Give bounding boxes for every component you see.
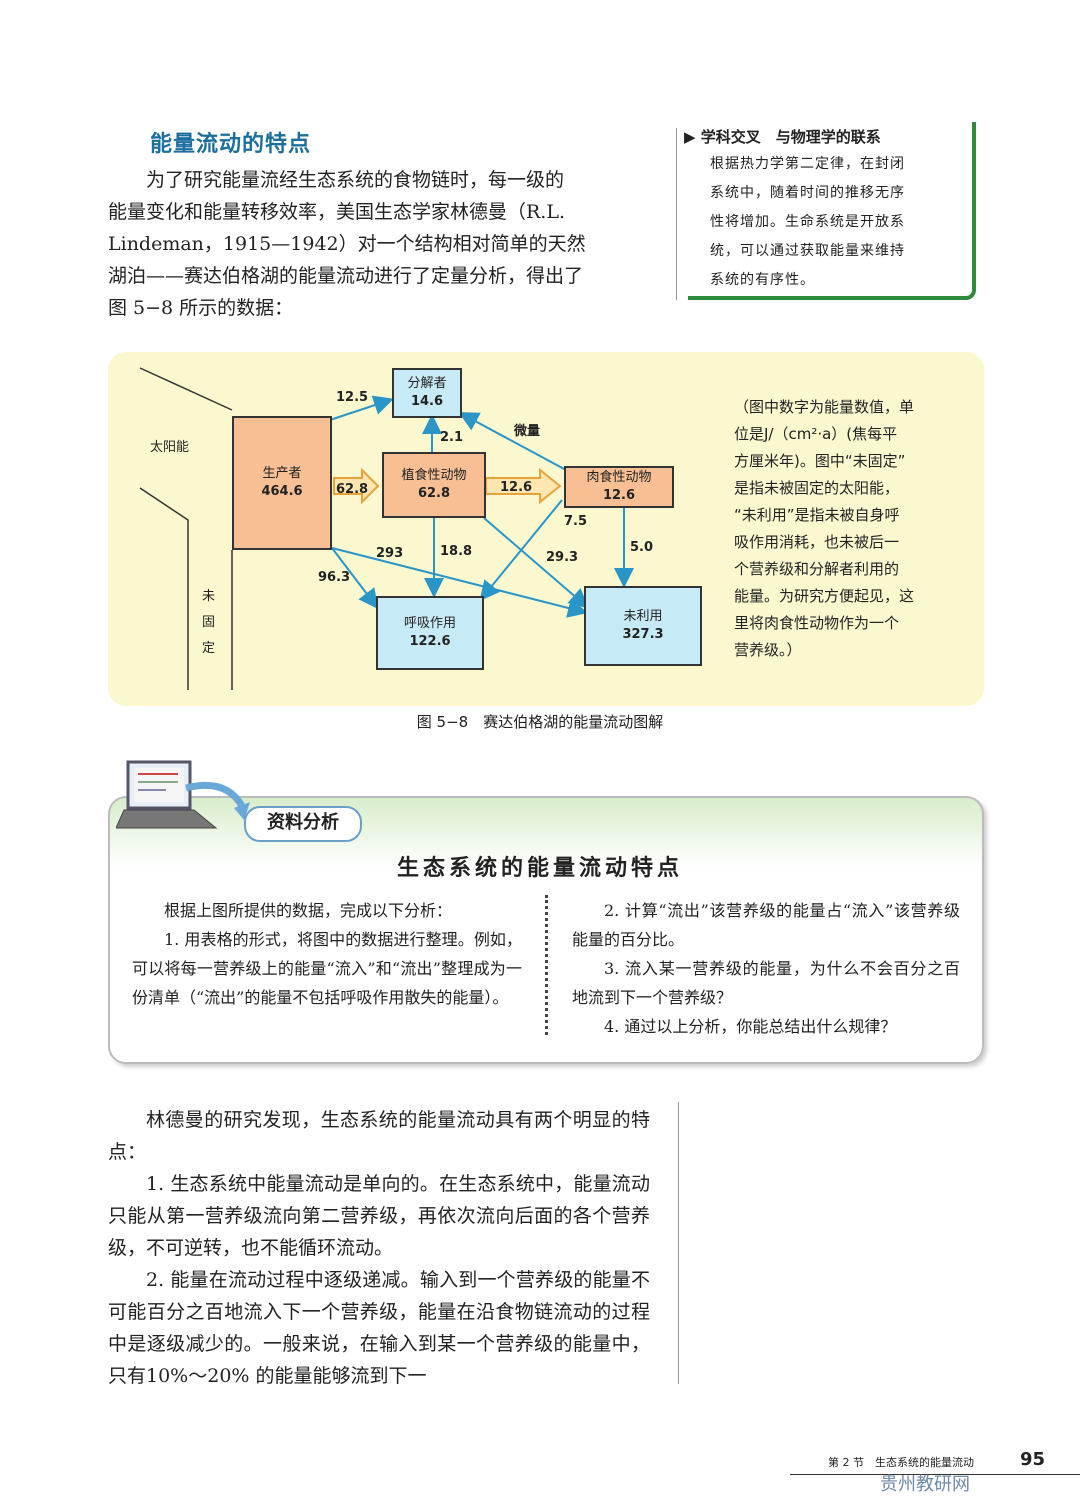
main-flow-arrow bbox=[333, 467, 380, 505]
sidebar-box bbox=[688, 122, 976, 300]
sun-boundary-line bbox=[139, 367, 233, 411]
flow-arrow bbox=[331, 547, 379, 610]
triangle-icon: ▶ bbox=[684, 128, 701, 146]
unused-node: 未利用 327.3 bbox=[584, 586, 702, 666]
flow-label: 18.8 bbox=[440, 544, 473, 559]
page-number: 95 bbox=[1020, 1449, 1046, 1470]
main-flow-arrow bbox=[485, 467, 562, 505]
intro-line: 能量变化和能量转移效率，美国生态学家林德曼（R.L. bbox=[108, 201, 566, 223]
carnivore-node: 肉食性动物 12.6 bbox=[564, 466, 674, 508]
flow-label: 29.3 bbox=[546, 550, 579, 565]
sun-label: 太阳能 bbox=[150, 440, 190, 455]
figure-note: （图中数字为能量数值，单 位是J/（cm²·a）(焦每平 方厘米年)。图中“未固… bbox=[734, 398, 915, 659]
sidebar-title: ▶ 学科交叉 与物理学的联系 bbox=[684, 128, 881, 146]
flow-arrow bbox=[479, 499, 563, 602]
intro-line: 为了研究能量流经生态系统的食物链时，每一级的 bbox=[146, 169, 565, 191]
analysis-tab: 资料分析 bbox=[244, 806, 362, 842]
flow-arrow bbox=[458, 412, 567, 471]
unfixed-boundary-line bbox=[139, 487, 189, 690]
unfixed-label: 未 固 定 bbox=[202, 589, 216, 656]
footer-rule bbox=[790, 1474, 1080, 1475]
flow-label: 293 bbox=[376, 546, 404, 561]
laptop-icon bbox=[116, 760, 250, 829]
intro-line: 图 5−8 所示的数据： bbox=[108, 297, 294, 319]
flow-label: 微量 bbox=[514, 424, 541, 439]
watermark: 贵州教研网 bbox=[880, 1474, 970, 1495]
flow-arrow bbox=[331, 547, 588, 618]
body-paragraph: 1. 生态系统中能量流动是单向的。在生态系统中，能量流动只能从第一营养级流向第二… bbox=[108, 1173, 650, 1259]
intro-line: Lindeman，1915—1942）对一个结构相对简单的天然 bbox=[108, 233, 586, 255]
producer-node: 生产者 464.6 bbox=[232, 416, 332, 550]
decomposer-node: 分解者 14.6 bbox=[392, 368, 462, 418]
body-paragraph: 2. 能量在流动过程中逐级递减。输入到一个营养级的能量不可能百分之百地流入下一个… bbox=[108, 1269, 650, 1387]
body-paragraph: 林德曼的研究发现，生态系统的能量流动具有两个明显的特点： bbox=[108, 1109, 650, 1163]
flow-arrow bbox=[483, 517, 590, 609]
column-separator bbox=[545, 895, 549, 1035]
flow-label: 5.0 bbox=[630, 540, 654, 555]
flow-label: 7.5 bbox=[564, 514, 588, 529]
flow-label: 62.8 bbox=[336, 482, 369, 497]
flow-label: 12.6 bbox=[500, 480, 533, 495]
analysis-right-column: 2. 计算“流出”该营养级的能量占“流入”该营养级能量的百分比。 3. 流入某一… bbox=[572, 901, 960, 1036]
analysis-left-column: 根据上图所提供的数据，完成以下分析： 1. 用表格的形式，将图中的数据进行整理。… bbox=[132, 901, 522, 1007]
sidebar-divider bbox=[676, 128, 677, 300]
flow-arrow bbox=[329, 395, 394, 421]
herbivore-node: 植食性动物 62.8 bbox=[382, 452, 486, 518]
intro-paragraph: 为了研究能量流经生态系统的食物链时，每一级的 能量变化和能量转移效率，美国生态学… bbox=[108, 164, 650, 324]
footer-section-label: 第 2 节 生态系统的能量流动 bbox=[828, 1456, 974, 1469]
flow-label: 2.1 bbox=[440, 430, 464, 445]
figure-caption: 图 5−8 赛达伯格湖的能量流动图解 bbox=[416, 713, 664, 731]
intro-line: 湖泊——赛达伯格湖的能量流动进行了定量分析，得出了 bbox=[108, 265, 584, 287]
margin-divider bbox=[678, 1102, 679, 1384]
sidebar-text: 根据热力学第二定律，在封闭 系统中，随着时间的推移无序 性将增加。生命系统是开放… bbox=[710, 156, 905, 288]
energy-flow-diagram bbox=[139, 367, 634, 690]
flow-label: 12.5 bbox=[336, 390, 369, 405]
section-title: 能量流动的特点 bbox=[150, 132, 312, 157]
body-text: 林德曼的研究发现，生态系统的能量流动具有两个明显的特点： 1. 生态系统中能量流… bbox=[108, 1104, 650, 1392]
analysis-title: 生态系统的能量流动特点 bbox=[396, 855, 683, 881]
flow-label: 96.3 bbox=[318, 570, 351, 585]
respiration-node: 呼吸作用 122.6 bbox=[376, 596, 484, 670]
